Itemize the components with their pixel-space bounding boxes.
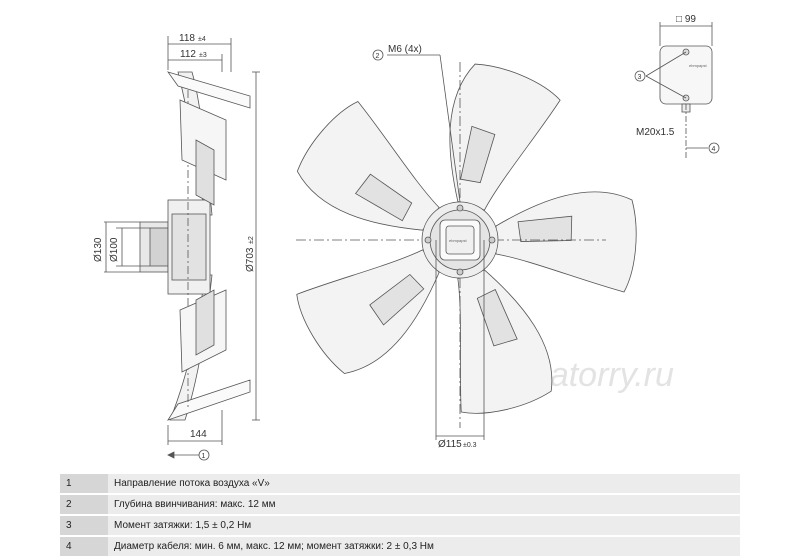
dim-center-dia: Ø115: [438, 439, 462, 450]
blade-bracket: [476, 289, 518, 347]
side-view-labels: 118 ±4 112 ±3 Ø130 Ø100 Ø703 ±2 144 1: [93, 33, 256, 460]
box-brand: ebmpapst: [689, 63, 707, 68]
note-text: Момент затяжки: 1,5 ± 0,2 Нм: [108, 515, 740, 537]
dim-overall-depth-tol: ±4: [198, 36, 206, 43]
blade-bracket: [517, 215, 573, 242]
blade-bracket: [460, 125, 496, 184]
terminal-box-labels: □ 99 ebmpapst 3 M20x1.5 4: [636, 14, 716, 153]
fan-blade: [457, 269, 553, 414]
dim-bottom-depth: 144: [190, 429, 207, 440]
dim-overall-depth: 118: [179, 33, 195, 44]
dim-hub-outer-dia: Ø130: [93, 237, 104, 262]
dim-hub-inner-dia: Ø100: [109, 237, 120, 262]
technical-drawing: ventiatorry.ru: [93, 14, 720, 461]
terminal-box: [634, 22, 720, 158]
note-number: 4: [60, 536, 108, 558]
dim-fan-dia: Ø703: [245, 247, 256, 272]
hub-brand: ebmpapst: [449, 238, 467, 243]
label-gland: M20x1.5: [636, 127, 675, 138]
fan-blade: [495, 191, 637, 293]
note-number: 1: [60, 474, 108, 495]
dim-box-size: □ 99: [676, 14, 696, 25]
dim-blade-depth: 112: [180, 49, 196, 60]
callout-torque: 3: [638, 74, 642, 81]
front-view-labels: 2 M6 (4x) ebmpapst Ø115 ±0.3: [376, 44, 477, 450]
front-view: [296, 49, 637, 440]
dim-fan-dia-tol: ±2: [248, 236, 255, 244]
callout-cable: 4: [712, 146, 716, 153]
note-text: Глубина ввинчивания: макс. 12 мм: [108, 494, 740, 516]
note-text: Направление потока воздуха «V»: [108, 474, 740, 495]
callout-airflow: 1: [202, 453, 206, 460]
note-number: 3: [60, 515, 108, 537]
callout-screw: 2: [376, 53, 380, 60]
note-text: Диаметр кабеля: мин. 6 мм, макс. 12 мм; …: [108, 536, 740, 558]
side-view: [104, 36, 260, 461]
fan-blade: [449, 63, 561, 211]
label-screw: M6 (4x): [388, 44, 422, 55]
blade-bracket: [369, 273, 425, 326]
dim-blade-depth-tol: ±3: [199, 52, 207, 59]
dim-center-dia-tol: ±0.3: [463, 442, 477, 449]
blade-bracket: [354, 173, 413, 222]
note-number: 2: [60, 494, 108, 516]
